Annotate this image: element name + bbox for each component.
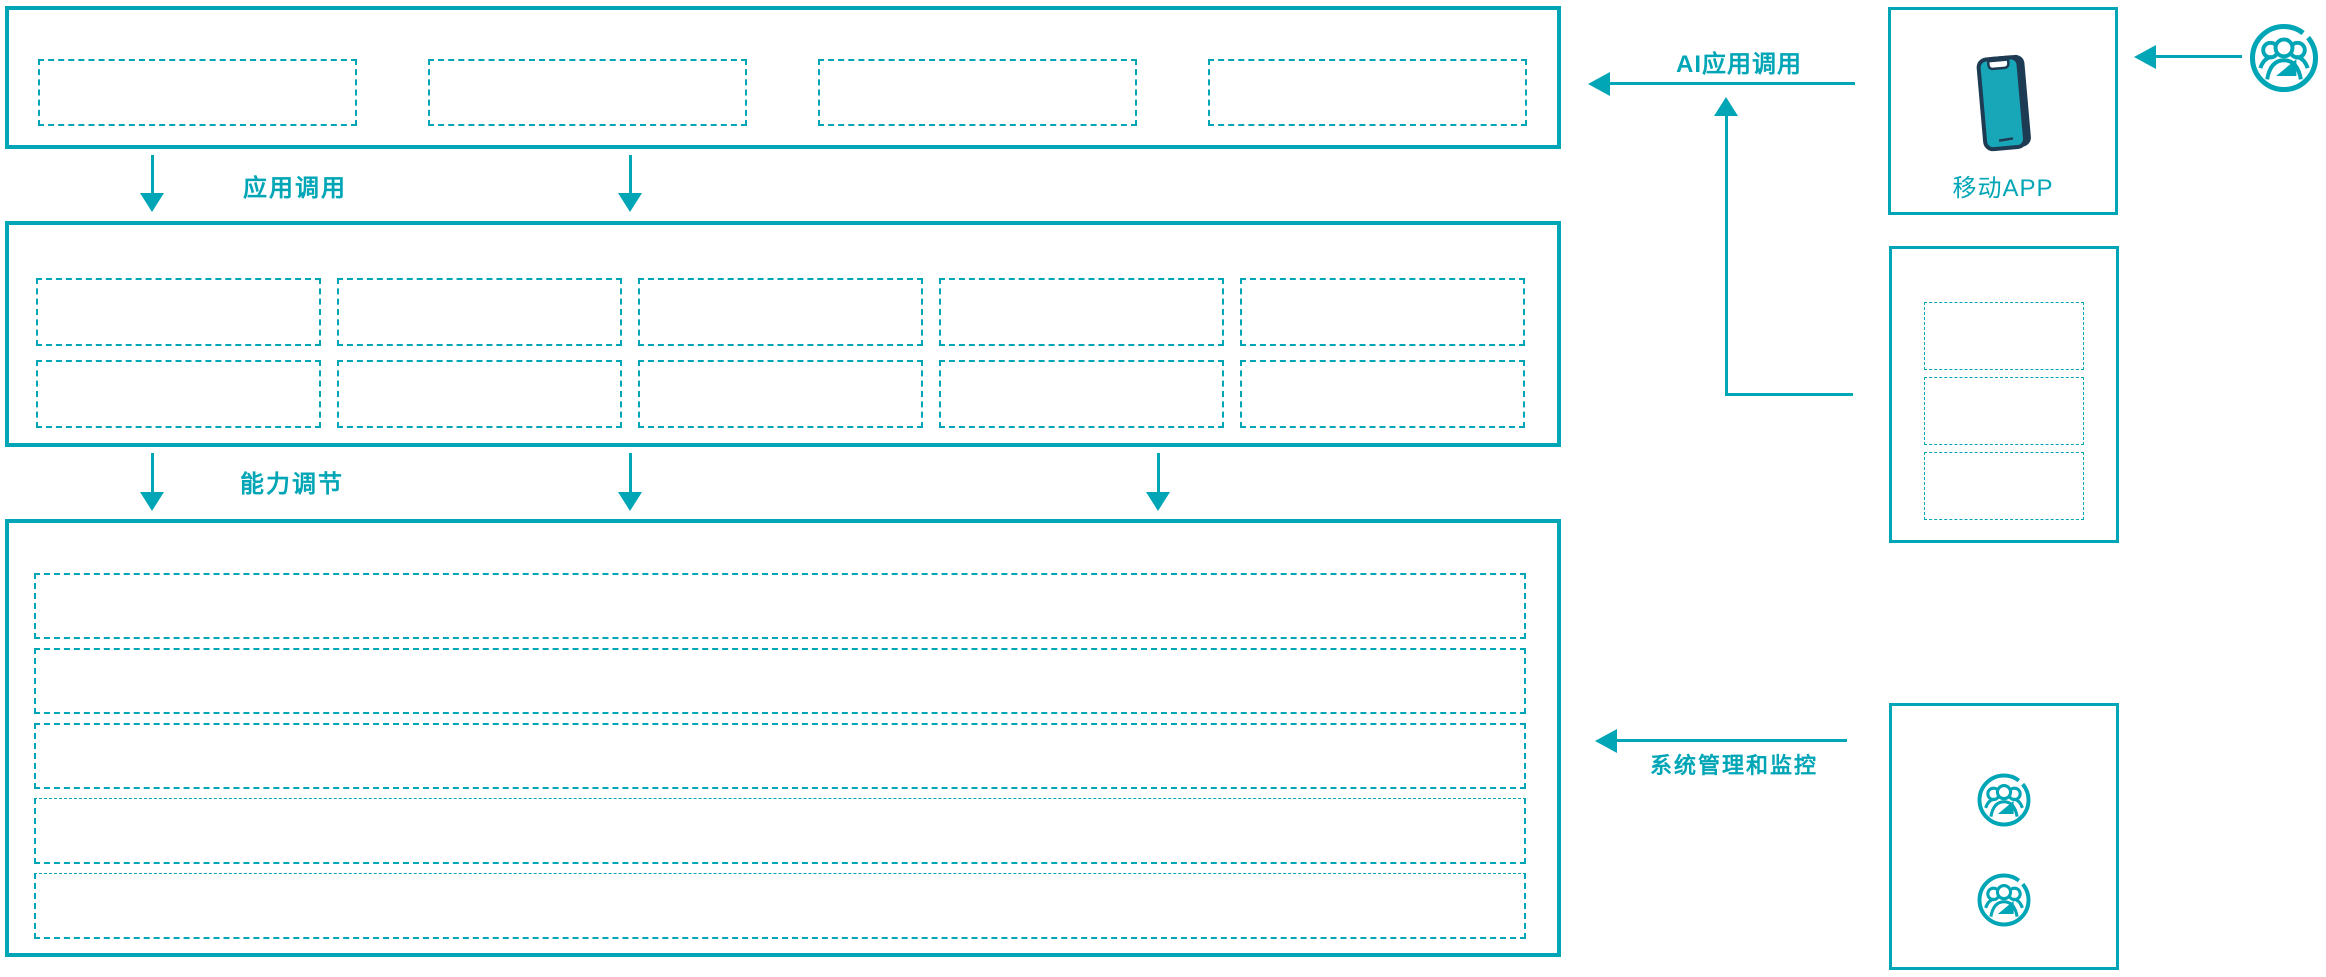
resource-layer-rows <box>34 573 1526 939</box>
dev-up-arrow-line <box>1725 116 1728 396</box>
users-icon <box>2249 23 2319 93</box>
placeholder-box <box>36 360 321 428</box>
placeholder-row <box>34 723 1526 789</box>
placeholder-box <box>1924 377 2084 445</box>
placeholder-row <box>34 873 1526 939</box>
placeholder-box <box>1240 278 1525 346</box>
admin-panel <box>1889 703 2119 970</box>
users-icon <box>1977 773 2031 827</box>
placeholder-box <box>36 278 321 346</box>
smartphone-icon <box>1976 54 2031 152</box>
capability-call-arrow-line <box>151 453 154 492</box>
placeholder-row <box>34 798 1526 864</box>
app-call-label: 应用调用 <box>243 175 347 202</box>
user-to-app-arrow-line <box>2156 55 2242 58</box>
capability-layer-placeholders <box>36 278 1546 428</box>
placeholder-box <box>1208 59 1527 126</box>
capability-call-label: 能力调节 <box>240 471 344 498</box>
system-monitor-label: 系统管理和监控 <box>1650 753 1819 778</box>
system-monitor-arrowhead <box>1595 729 1617 753</box>
placeholder-box <box>1240 360 1525 428</box>
app-call-arrowhead <box>618 193 642 212</box>
placeholder-box <box>638 278 923 346</box>
mobile-app-label: 移动APP <box>1952 175 2054 202</box>
mobile-app-panel: 移动APP <box>1888 7 2118 215</box>
placeholder-box <box>428 59 747 126</box>
capability-call-arrowhead <box>1146 492 1170 511</box>
placeholder-box <box>38 59 357 126</box>
ai-app-call-label: AI应用调用 <box>1676 51 1802 78</box>
placeholder-box <box>638 360 923 428</box>
dev-up-arrowhead <box>1714 97 1738 116</box>
ai-app-call-arrowhead <box>1588 72 1610 96</box>
placeholder-box <box>939 360 1224 428</box>
dev-panel-placeholders <box>1924 302 2084 520</box>
capability-call-arrowhead <box>140 492 164 511</box>
ai-app-call-arrow-line <box>1610 82 1855 85</box>
placeholder-box <box>1924 302 2084 370</box>
placeholder-row <box>34 573 1526 639</box>
users-icon <box>1977 873 2031 927</box>
dev-panel <box>1889 246 2119 543</box>
capability-layer-box <box>5 221 1561 447</box>
placeholder-box <box>939 278 1224 346</box>
placeholder-box <box>1924 452 2084 520</box>
capability-call-arrowhead <box>618 492 642 511</box>
app-call-arrow-line <box>629 155 632 193</box>
app-call-arrowhead <box>140 193 164 212</box>
app-call-arrow-line <box>151 155 154 193</box>
capability-call-arrow-line <box>629 453 632 492</box>
placeholder-box <box>337 278 622 346</box>
placeholder-row <box>34 648 1526 714</box>
capability-call-arrow-line <box>1157 453 1160 492</box>
user-to-app-arrowhead <box>2134 45 2156 69</box>
dev-connector-line <box>1725 393 1853 396</box>
system-monitor-arrow-line <box>1617 739 1847 742</box>
resource-layer-box <box>5 519 1561 957</box>
app-layer-placeholders <box>38 59 1527 126</box>
placeholder-box <box>337 360 622 428</box>
placeholder-box <box>818 59 1137 126</box>
app-layer-box <box>5 6 1561 149</box>
